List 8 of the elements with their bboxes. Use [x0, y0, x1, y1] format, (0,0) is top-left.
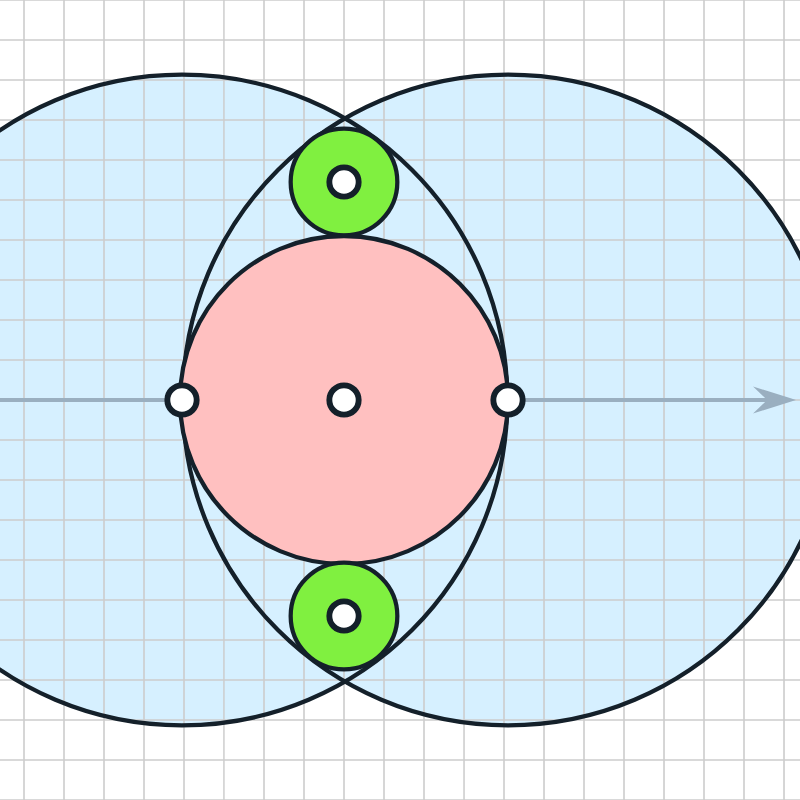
- point: [326, 598, 362, 634]
- circle: [288, 126, 400, 238]
- circle: [288, 560, 400, 672]
- point: [326, 164, 362, 200]
- point: [164, 382, 200, 418]
- point: [490, 382, 526, 418]
- point: [326, 382, 362, 418]
- circle: [177, 233, 511, 567]
